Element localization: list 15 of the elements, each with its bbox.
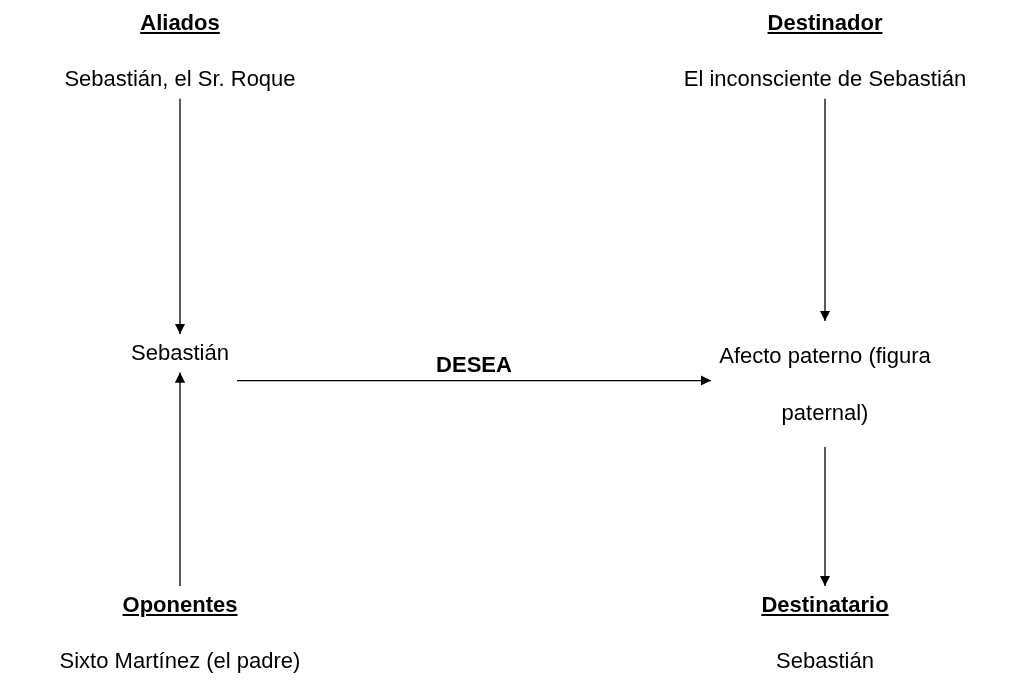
arrow [819, 98, 831, 322]
label-text: El inconsciente de Sebastián [683, 66, 967, 93]
arrow [819, 446, 831, 587]
arrow [174, 371, 186, 587]
label-text: Sixto Martínez (el padre) [59, 648, 301, 675]
label-text: Sebastián [776, 648, 874, 675]
label-text: Sebastián, el Sr. Roque [64, 66, 296, 93]
arrow [236, 375, 712, 386]
label-text: Sebastián [131, 340, 229, 367]
heading: Destinador [767, 10, 883, 37]
heading: Oponentes [122, 592, 238, 619]
heading: Destinatario [761, 592, 889, 619]
arrow [174, 98, 186, 335]
heading: Aliados [140, 10, 220, 37]
label-text: Afecto paterno (figura paternal) [718, 342, 932, 427]
